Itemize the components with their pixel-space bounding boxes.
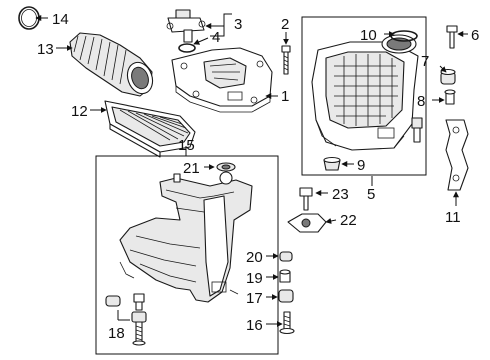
resonator-part [119, 171, 253, 303]
airflow-sensor-part [166, 9, 206, 43]
cap-20-part [279, 251, 293, 262]
air-cleaner-lower-housing-part [311, 34, 419, 151]
air-filter-part [104, 100, 196, 158]
bolt-16-part [279, 311, 295, 335]
callout-9: 9 [357, 157, 365, 174]
callout-20: 20 [246, 249, 263, 266]
callout-10: 10 [360, 27, 377, 44]
bolt-23-part [299, 187, 313, 211]
callout-2: 2 [281, 16, 289, 33]
callout-11: 11 [445, 209, 461, 226]
callout-15: 15 [178, 137, 195, 154]
callout-18: 18 [108, 325, 125, 342]
callout-13: 13 [37, 41, 54, 58]
collar-8-part [444, 89, 456, 105]
grommet-17-part [278, 289, 294, 303]
callout-22: 22 [340, 212, 357, 229]
callout-19: 19 [246, 270, 263, 287]
callout-12: 12 [71, 103, 88, 120]
callout-1: 1 [281, 88, 289, 105]
callout-17: 17 [246, 290, 263, 307]
callout-6: 6 [471, 27, 479, 44]
callout-4: 4 [212, 29, 220, 46]
bolt-2-part [281, 45, 291, 75]
callout-23: 23 [332, 186, 349, 203]
callout-21: 21 [183, 160, 200, 177]
callout-14: 14 [52, 11, 69, 28]
callout-16: 16 [246, 317, 263, 334]
callout-8: 8 [417, 93, 425, 110]
callout-3: 3 [234, 16, 242, 33]
bolt-6-part [446, 25, 458, 49]
o-ring-part [178, 43, 196, 53]
callout-7: 7 [421, 53, 429, 70]
grommet-7-part [440, 68, 456, 85]
air-cleaner-cover-part [171, 47, 273, 113]
grommet-21-part [216, 162, 236, 172]
grommet-9-part [323, 156, 341, 171]
bracket-22-part [287, 213, 327, 233]
mount-stack-part [105, 293, 147, 346]
mounting-bracket-part [411, 117, 469, 191]
leader-lines [35, 13, 468, 327]
collar-19-part [279, 269, 291, 283]
callout-5: 5 [367, 186, 375, 203]
lower-housing-group-box [301, 16, 427, 176]
intake-duct-part [69, 32, 154, 97]
